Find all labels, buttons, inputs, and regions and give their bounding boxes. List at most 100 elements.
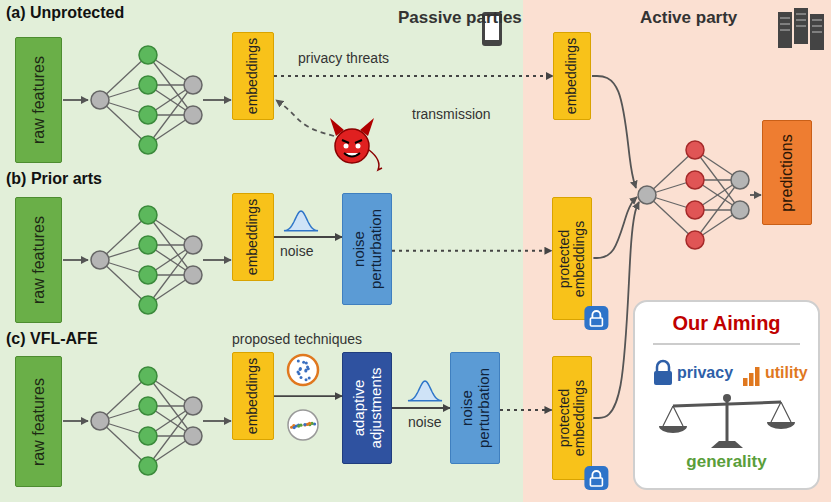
aim-text: generality — [635, 452, 818, 472]
decoration — [305, 378, 308, 381]
neural-network — [91, 367, 202, 475]
party-title: Passive parties — [398, 8, 522, 28]
decoration — [794, 8, 808, 44]
decoration — [335, 129, 369, 163]
box-label: embeddings — [564, 38, 579, 114]
decoration — [780, 30, 790, 31]
decoration — [297, 371, 300, 374]
row-title: (c) VFL-AFE — [6, 330, 98, 348]
decoration — [139, 367, 157, 385]
decoration — [812, 32, 822, 33]
decoration — [139, 427, 157, 445]
decoration — [686, 201, 704, 219]
decoration — [653, 343, 800, 345]
decoration — [100, 215, 148, 260]
decoration — [139, 397, 157, 415]
decoration — [780, 24, 790, 25]
annotation: noise — [280, 243, 313, 259]
connector — [500, 409, 552, 411]
adjustment-box: adaptive adjustments — [342, 352, 392, 464]
band-ground — [523, 0, 831, 502]
decoration — [91, 412, 109, 430]
scatter-icon — [288, 410, 318, 440]
decoration — [686, 141, 704, 159]
feature-box: raw features — [15, 356, 62, 487]
embedding-box: embeddings — [232, 193, 274, 281]
decoration — [139, 106, 157, 124]
decoration — [100, 100, 148, 145]
decoration — [647, 195, 695, 240]
annotation: noise — [408, 414, 441, 430]
protected-embedding-box: protected embeddings — [552, 197, 593, 320]
decoration — [584, 466, 608, 490]
decoration — [654, 371, 672, 385]
aim-text: utility — [765, 364, 808, 382]
connector — [274, 395, 342, 397]
box-label: raw features — [30, 56, 48, 144]
box-label: predictions — [778, 134, 796, 211]
embedding-box: embeddings — [232, 32, 274, 120]
decoration — [308, 377, 311, 380]
aim-panel: Our Aimingprivacyutilitygenerality — [633, 300, 820, 490]
lock-badge — [584, 306, 608, 330]
decoration — [638, 186, 656, 204]
decoration — [356, 144, 361, 149]
decoration — [796, 14, 806, 15]
box-label: protected embeddings — [557, 211, 588, 307]
decoration — [184, 76, 202, 94]
flow-arrow — [203, 259, 231, 261]
party-title: Active party — [640, 8, 737, 28]
embedding-box: embeddings — [232, 352, 274, 440]
decoration — [299, 367, 302, 370]
flow-arrow — [63, 99, 88, 101]
cluster-icon — [288, 355, 318, 385]
decoration — [686, 231, 704, 249]
row-title: (b) Prior arts — [6, 170, 102, 188]
decoration — [139, 457, 157, 475]
embedding-box: embeddings — [553, 32, 591, 120]
annotation: transmission — [412, 106, 491, 122]
box-label: raw features — [30, 216, 48, 304]
party-band: raw features embeddings raw features embedd… — [0, 0, 523, 502]
decoration — [584, 306, 608, 330]
decoration — [100, 55, 148, 100]
flow-arrow — [276, 100, 334, 136]
decoration — [63, 8, 824, 475]
box-label: adaptive adjustments — [351, 358, 384, 458]
decoration — [100, 376, 148, 421]
box-label: embeddings — [245, 38, 260, 114]
decoration — [767, 422, 795, 429]
decoration — [305, 361, 308, 364]
decoration — [723, 394, 731, 402]
gaussian-icon — [408, 381, 442, 401]
server-icon — [778, 8, 824, 50]
decoration — [342, 140, 362, 143]
decoration — [778, 12, 792, 48]
decoration — [304, 370, 307, 373]
neural-network — [91, 206, 202, 314]
gaussian-icon — [284, 211, 318, 231]
decoration — [743, 378, 748, 386]
decoration — [139, 296, 157, 314]
decoration — [344, 144, 349, 149]
attacker-icon — [330, 118, 382, 170]
decoration — [139, 46, 157, 64]
decoration — [139, 76, 157, 94]
connector — [392, 407, 450, 409]
decoration — [303, 423, 306, 426]
flow-arrow — [750, 194, 761, 196]
box-label: embeddings — [245, 358, 260, 434]
decoration — [100, 260, 148, 305]
decoration — [812, 20, 822, 21]
decoration — [303, 423, 306, 426]
lock-badge — [584, 466, 608, 490]
decoration — [184, 266, 202, 284]
decoration — [590, 478, 602, 486]
decoration — [293, 426, 296, 429]
decoration — [659, 426, 687, 433]
decoration — [592, 471, 600, 478]
neural-network — [638, 141, 749, 249]
box-label: raw features — [30, 377, 48, 465]
decoration — [299, 368, 302, 371]
